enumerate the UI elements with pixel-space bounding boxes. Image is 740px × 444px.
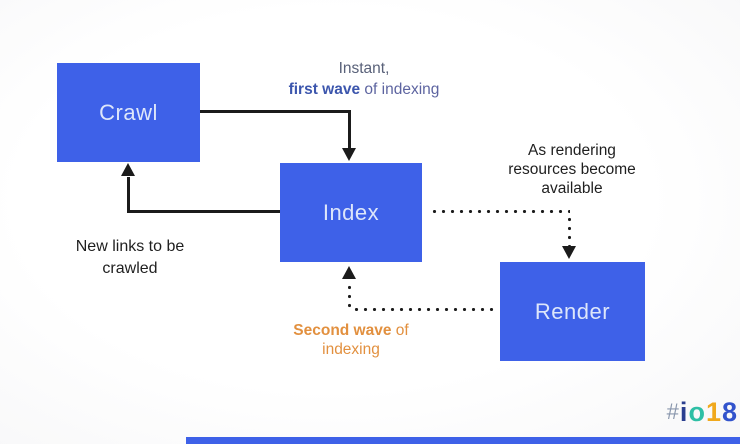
io18-8-glyph: 8 [721, 397, 738, 427]
io18-o-glyph: o [688, 397, 706, 427]
arrow-crawl-to-index-arrowhead-icon [342, 148, 356, 161]
arrow-index-to-crawl-horizontal [127, 210, 280, 213]
arrow-index-to-crawl-vertical [127, 177, 130, 213]
dotted-arrow-render-to-index-vertical [348, 283, 351, 308]
first-wave-annotation-line1: Instant, [338, 60, 390, 77]
dotted-arrow-render-to-index-arrowhead-icon [342, 266, 356, 279]
render-node-label: Render [534, 298, 611, 324]
second-wave-rest-text: of [391, 322, 409, 339]
arrow-index-to-crawl-arrowhead-icon [121, 163, 135, 176]
index-node: Index [280, 163, 422, 262]
io18-i-glyph: i [679, 397, 689, 427]
arrow-crawl-to-index-vertical [348, 110, 351, 152]
rendering-annotation-line1: As rendering [528, 142, 616, 159]
dotted-arrow-index-to-render-arrowhead-icon [562, 246, 576, 259]
index-node-label: Index [322, 199, 380, 225]
io18-1-glyph: 1 [705, 397, 722, 427]
rendering-annotation-line2: resources become [508, 161, 636, 178]
render-node: Render [500, 262, 645, 361]
io18-hash-glyph: # [666, 399, 680, 424]
bottom-accent-bar [186, 437, 740, 444]
dotted-arrow-render-to-index-horizontal [352, 308, 498, 311]
first-wave-annotation-line2: first wave of indexing [274, 79, 454, 100]
dotted-arrow-index-to-render-horizontal [430, 210, 570, 213]
dotted-arrow-index-to-render-vertical [568, 215, 571, 246]
second-wave-bold-text: Second wave [293, 322, 392, 339]
first-wave-annotation: Instant, first wave of indexing [274, 58, 454, 100]
arrow-crawl-to-index-horizontal [200, 110, 350, 113]
rendering-annotation-line3: available [541, 180, 603, 197]
first-wave-rest-text: of indexing [360, 81, 440, 98]
new-links-annotation-line2: crawled [102, 260, 158, 277]
crawl-node-label: Crawl [99, 99, 158, 125]
second-wave-annotation-line1: Second wave of [283, 321, 419, 340]
new-links-annotation: New links to be crawled [55, 236, 205, 280]
rendering-resources-annotation: As rendering resources become available [492, 141, 652, 198]
io18-logo: #io18 [630, 396, 738, 428]
first-wave-bold-text: first wave [288, 81, 361, 98]
second-wave-annotation-line2: indexing [322, 341, 380, 358]
crawl-node: Crawl [57, 63, 200, 162]
new-links-annotation-line1: New links to be [75, 238, 185, 255]
second-wave-annotation: Second wave of indexing [283, 321, 419, 359]
